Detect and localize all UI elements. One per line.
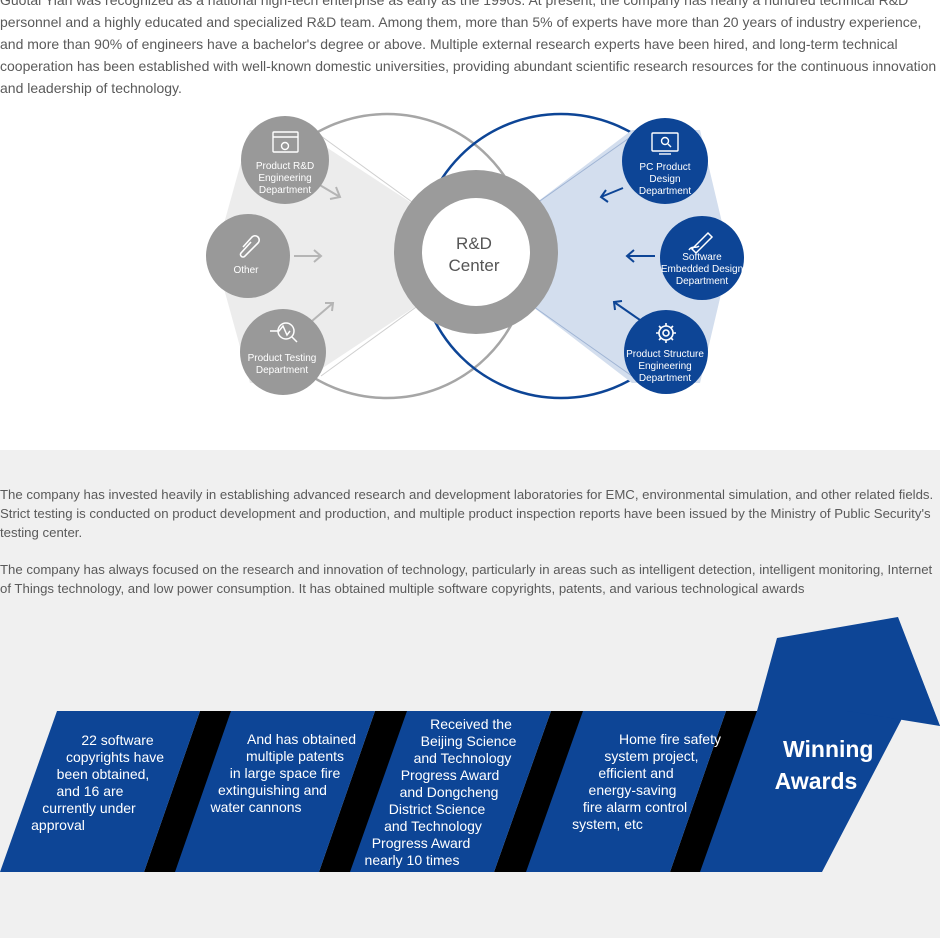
node-label: Department: [259, 185, 311, 196]
ribbon-segment: [175, 711, 375, 872]
node-product-structure-engineering: Product Structure Engineering Department: [624, 310, 708, 394]
award-line: currently under: [42, 800, 136, 816]
award-line: approval: [31, 817, 85, 833]
award-line: copyrights have: [65, 749, 165, 765]
node-label: Product Testing: [248, 353, 317, 364]
technology-section: The company has invested heavily in esta…: [0, 450, 940, 938]
awards-ribbon: [0, 617, 940, 872]
award-line: multiple patents: [245, 748, 345, 764]
awards-arrow-tip: [757, 617, 940, 726]
award-line: efficient and: [598, 765, 674, 781]
award-line: fire alarm control: [582, 799, 688, 815]
rd-center-label-line2: Center: [448, 256, 499, 275]
award-line: in large space fire: [229, 765, 341, 781]
pen-edit-icon: [688, 231, 714, 255]
node-label: Department: [256, 365, 308, 376]
award-line: and Technology: [413, 750, 512, 766]
ribbon-segment: [350, 711, 551, 872]
winning-line: Winning: [783, 736, 874, 762]
award-item-patents: And has obtained multiple patents in lar…: [205, 731, 356, 816]
rd-center-label-line1: R&D: [456, 234, 492, 253]
node-label: Product R&D: [256, 161, 314, 172]
node-software-embedded-design: Software Embedded Design Department: [660, 216, 744, 300]
intro-paragraph: Guotai Yian was recognized as a national…: [0, 0, 937, 96]
award-line: Progress Award: [371, 835, 471, 851]
node-label: Product Structure: [626, 349, 704, 360]
node-label: Department: [639, 186, 691, 197]
winning-line: Awards: [774, 768, 858, 794]
node-label: Department: [639, 373, 691, 384]
award-line: District Science: [388, 801, 486, 817]
award-item-copyrights: 22 software copyrights have been obtaine…: [25, 732, 175, 834]
ribbon-segment: [0, 711, 200, 872]
node-label: Design: [649, 174, 680, 185]
award-item-fire-safety: Home fire safety system project, efficie…: [572, 731, 730, 833]
award-line: water cannons: [210, 799, 302, 815]
node-label: Embedded Design: [661, 264, 743, 275]
award-line: system project,: [604, 748, 699, 764]
innovation-paragraph: The company has always focused on the re…: [0, 562, 933, 596]
award-line: and Dongcheng: [399, 784, 499, 800]
award-item-science-progress: Received the Beijing Science and Technol…: [365, 716, 540, 869]
labs-paragraph: The company has invested heavily in esta…: [0, 487, 934, 540]
monitor-search-icon: [651, 132, 679, 155]
node-label: Engineering: [258, 173, 311, 184]
node-label: Engineering: [638, 361, 691, 372]
left-arrows: [294, 183, 342, 322]
award-line: been obtained,: [56, 766, 150, 782]
award-line: Beijing Science: [420, 733, 517, 749]
paperclip-icon: [239, 234, 261, 258]
node-product-testing: Product Testing Department: [240, 309, 326, 395]
gear-icon: [656, 323, 676, 343]
node-label: Software: [682, 252, 722, 263]
award-line: energy-saving: [588, 782, 677, 798]
ribbon-segment: [526, 711, 726, 872]
rd-diagram: R&D Center Product R&D Engineering Depar…: [206, 112, 744, 400]
browser-settings-icon: [272, 131, 299, 153]
award-line: system, etc: [572, 816, 643, 832]
award-line: and 16 are: [56, 783, 124, 799]
node-label: Other: [233, 265, 259, 276]
award-line: Received the: [430, 716, 512, 732]
award-line: Home fire safety: [619, 731, 721, 747]
node-label: Department: [676, 276, 728, 287]
node-pc-product-design: PC Product Design Department: [622, 118, 708, 204]
rd-center-core: [422, 198, 530, 306]
node-product-rd-engineering: Product R&D Engineering Department: [241, 116, 329, 204]
node-other: Other: [206, 214, 290, 298]
award-line: 22 software: [81, 732, 154, 748]
magnifier-chart-icon: [270, 322, 298, 343]
right-arrows: [599, 187, 655, 321]
award-line: extinguishing and: [218, 782, 327, 798]
award-line: and Technology: [384, 818, 482, 834]
node-label: PC Product: [639, 162, 690, 173]
award-line: nearly 10 times: [364, 852, 460, 868]
award-line: And has obtained: [247, 731, 356, 747]
winning-awards-label: Winning Awards: [753, 733, 874, 797]
award-line: Progress Award: [400, 767, 500, 783]
